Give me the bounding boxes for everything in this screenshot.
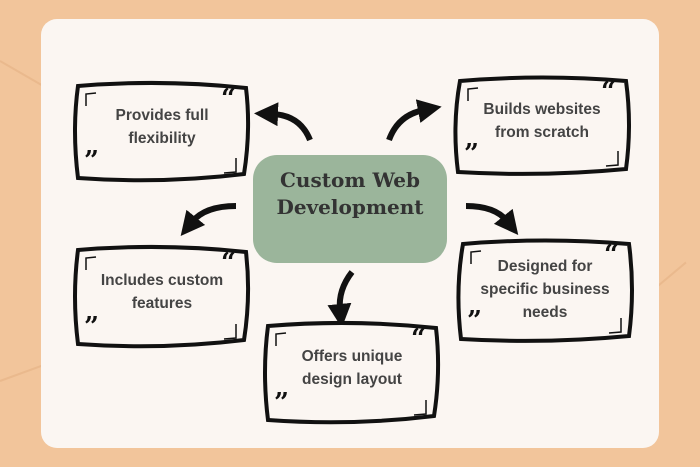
node-text: Designed for specific business needs [480,257,610,321]
node-text: Builds websites from scratch [483,101,601,141]
node-text: Provides full flexibility [115,107,209,147]
central-title: Custom Web Development [276,168,424,219]
node-layout: “ ” Offers unique design layout [262,320,442,428]
open-quote-icon: “ [411,324,426,354]
open-quote-icon: “ [221,248,236,278]
arrow-to-layout [327,270,355,328]
open-quote-icon: “ [601,77,616,107]
node-features: “ ” Includes custom features [72,244,252,352]
node-text: Offers unique design layout [301,348,403,388]
close-quote-icon: ” [84,312,99,342]
arrow-to-business [465,203,519,236]
close-quote-icon: ” [274,388,289,418]
central-topic: Custom Web Development [253,155,447,263]
node-scratch: “ ” Builds websites from scratch [452,75,632,179]
arrow-to-features [180,203,237,236]
arrow-to-flexibility [254,102,313,142]
arrow-to-scratch [386,99,442,142]
open-quote-icon: “ [221,84,236,114]
close-quote-icon: ” [464,139,479,169]
close-quote-icon: ” [84,146,99,176]
open-quote-icon: “ [604,240,619,270]
node-text: Includes custom features [100,272,224,312]
node-flexibility: “ ” Provides full flexibility [72,80,252,186]
close-quote-icon: ” [467,306,482,336]
node-business: “ ” Designed for specific business needs [455,238,635,346]
